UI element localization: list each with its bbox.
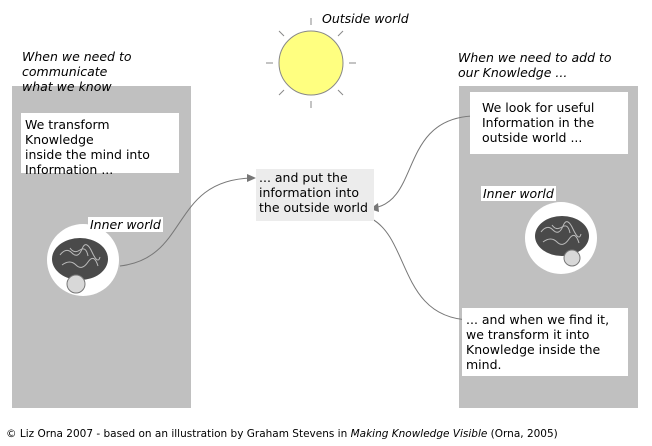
footer-book-title: Making Knowledge Visible [350,428,488,440]
arrow-center-to-right-bottom [371,218,471,321]
arrow-left-brain-to-center [119,177,253,267]
footer-credit: © Liz Orna 2007 - based on an illustrati… [6,428,558,441]
center-information-box: ... and put the information into the out… [256,169,374,221]
right-search-box: We look for useful Information in the ou… [470,92,628,154]
sun-icon [266,18,356,108]
flow-arrows [119,115,473,321]
left-inner-world-label: Inner world [88,217,163,232]
left-transform-box: We transform Knowledge inside the mind i… [21,113,179,177]
left-brain-icon [47,224,119,296]
right-brain-icon [525,202,597,274]
footer-prefix: © Liz Orna 2007 - based on an illustrati… [6,428,351,440]
right-heading: When we need to add to our Knowledge ... [458,50,612,80]
left-heading: When we need to communicate what we know [22,49,132,94]
footer-suffix: (Orna, 2005) [487,428,558,440]
outside-world-label: Outside world [322,11,409,26]
right-transform-box: ... and when we find it, we transform it… [462,308,628,376]
arrow-right-top-to-center [373,115,473,209]
right-inner-world-label: Inner world [481,186,556,201]
